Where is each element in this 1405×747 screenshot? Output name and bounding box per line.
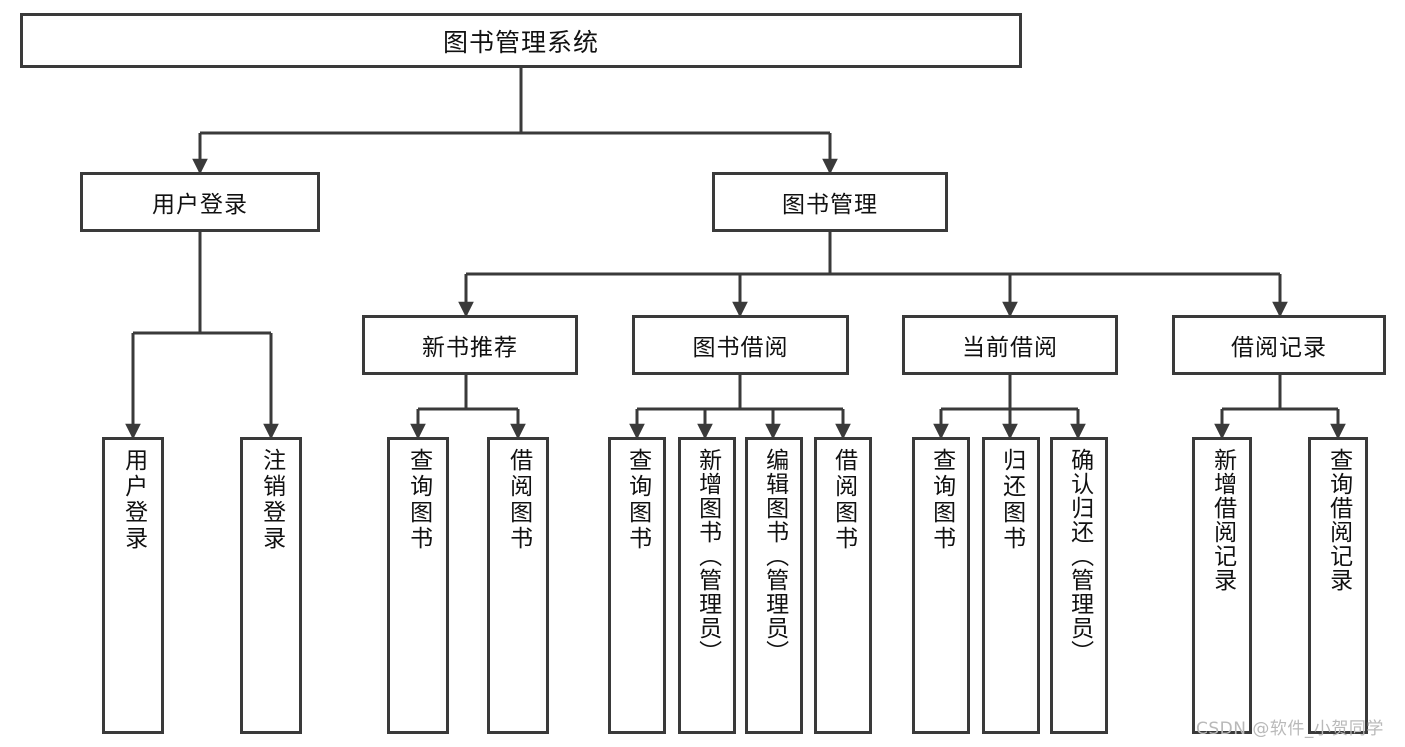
node-label: 新书推荐 xyxy=(422,335,518,361)
node-label: 图书管理 xyxy=(782,192,878,218)
node-label: 查询借阅记录 xyxy=(1325,448,1352,592)
leaf-add-book[interactable]: 新增图书（管理员） xyxy=(678,437,736,734)
node-label: 当前借阅 xyxy=(962,335,1058,361)
node-label: 新增借阅记录 xyxy=(1209,448,1236,592)
node-label: 查询图书 xyxy=(405,448,432,552)
node-label: 借阅图书 xyxy=(830,448,857,552)
node-label: 用户登录 xyxy=(120,448,147,552)
node-label: 图书管理系统 xyxy=(442,27,599,57)
node-label: 查询图书 xyxy=(928,448,955,552)
csdn-watermark: CSDN @软件_小贺同学 xyxy=(1196,719,1384,739)
node-label: 新增图书（管理员） xyxy=(694,448,721,664)
node-label: 借阅图书 xyxy=(505,448,532,552)
node-label: 用户登录 xyxy=(152,192,248,218)
node-new-book-recommend[interactable]: 新书推荐 xyxy=(362,315,578,375)
leaf-return-book[interactable]: 归还图书 xyxy=(982,437,1040,734)
leaf-borrow-book[interactable]: 借阅图书 xyxy=(814,437,872,734)
node-book-borrow[interactable]: 图书借阅 xyxy=(632,315,849,375)
node-label: 确认归还（管理员） xyxy=(1066,448,1093,664)
node-label: 编辑图书（管理员） xyxy=(761,448,788,664)
leaf-query-book-recommend[interactable]: 查询图书 xyxy=(387,437,449,734)
node-label: 借阅记录 xyxy=(1231,335,1327,361)
leaf-query-book-current[interactable]: 查询图书 xyxy=(912,437,970,734)
leaf-edit-book[interactable]: 编辑图书（管理员） xyxy=(745,437,803,734)
leaf-query-borrow-record[interactable]: 查询借阅记录 xyxy=(1308,437,1368,734)
node-label: 查询图书 xyxy=(624,448,651,552)
leaf-user-login[interactable]: 用户登录 xyxy=(102,437,164,734)
leaf-borrow-book-recommend[interactable]: 借阅图书 xyxy=(487,437,549,734)
node-book-management-system[interactable]: 图书管理系统 xyxy=(20,13,1022,68)
leaf-confirm-return[interactable]: 确认归还（管理员） xyxy=(1050,437,1108,734)
leaf-add-borrow-record[interactable]: 新增借阅记录 xyxy=(1192,437,1252,734)
node-user-login[interactable]: 用户登录 xyxy=(80,172,320,232)
node-current-borrow[interactable]: 当前借阅 xyxy=(902,315,1118,375)
node-label: 注销登录 xyxy=(258,448,285,552)
node-label: 图书借阅 xyxy=(692,335,789,361)
node-borrow-record[interactable]: 借阅记录 xyxy=(1172,315,1386,375)
node-label: 归还图书 xyxy=(998,448,1025,552)
node-book-management[interactable]: 图书管理 xyxy=(712,172,948,232)
leaf-logout-login[interactable]: 注销登录 xyxy=(240,437,302,734)
leaf-query-book-borrow[interactable]: 查询图书 xyxy=(608,437,666,734)
